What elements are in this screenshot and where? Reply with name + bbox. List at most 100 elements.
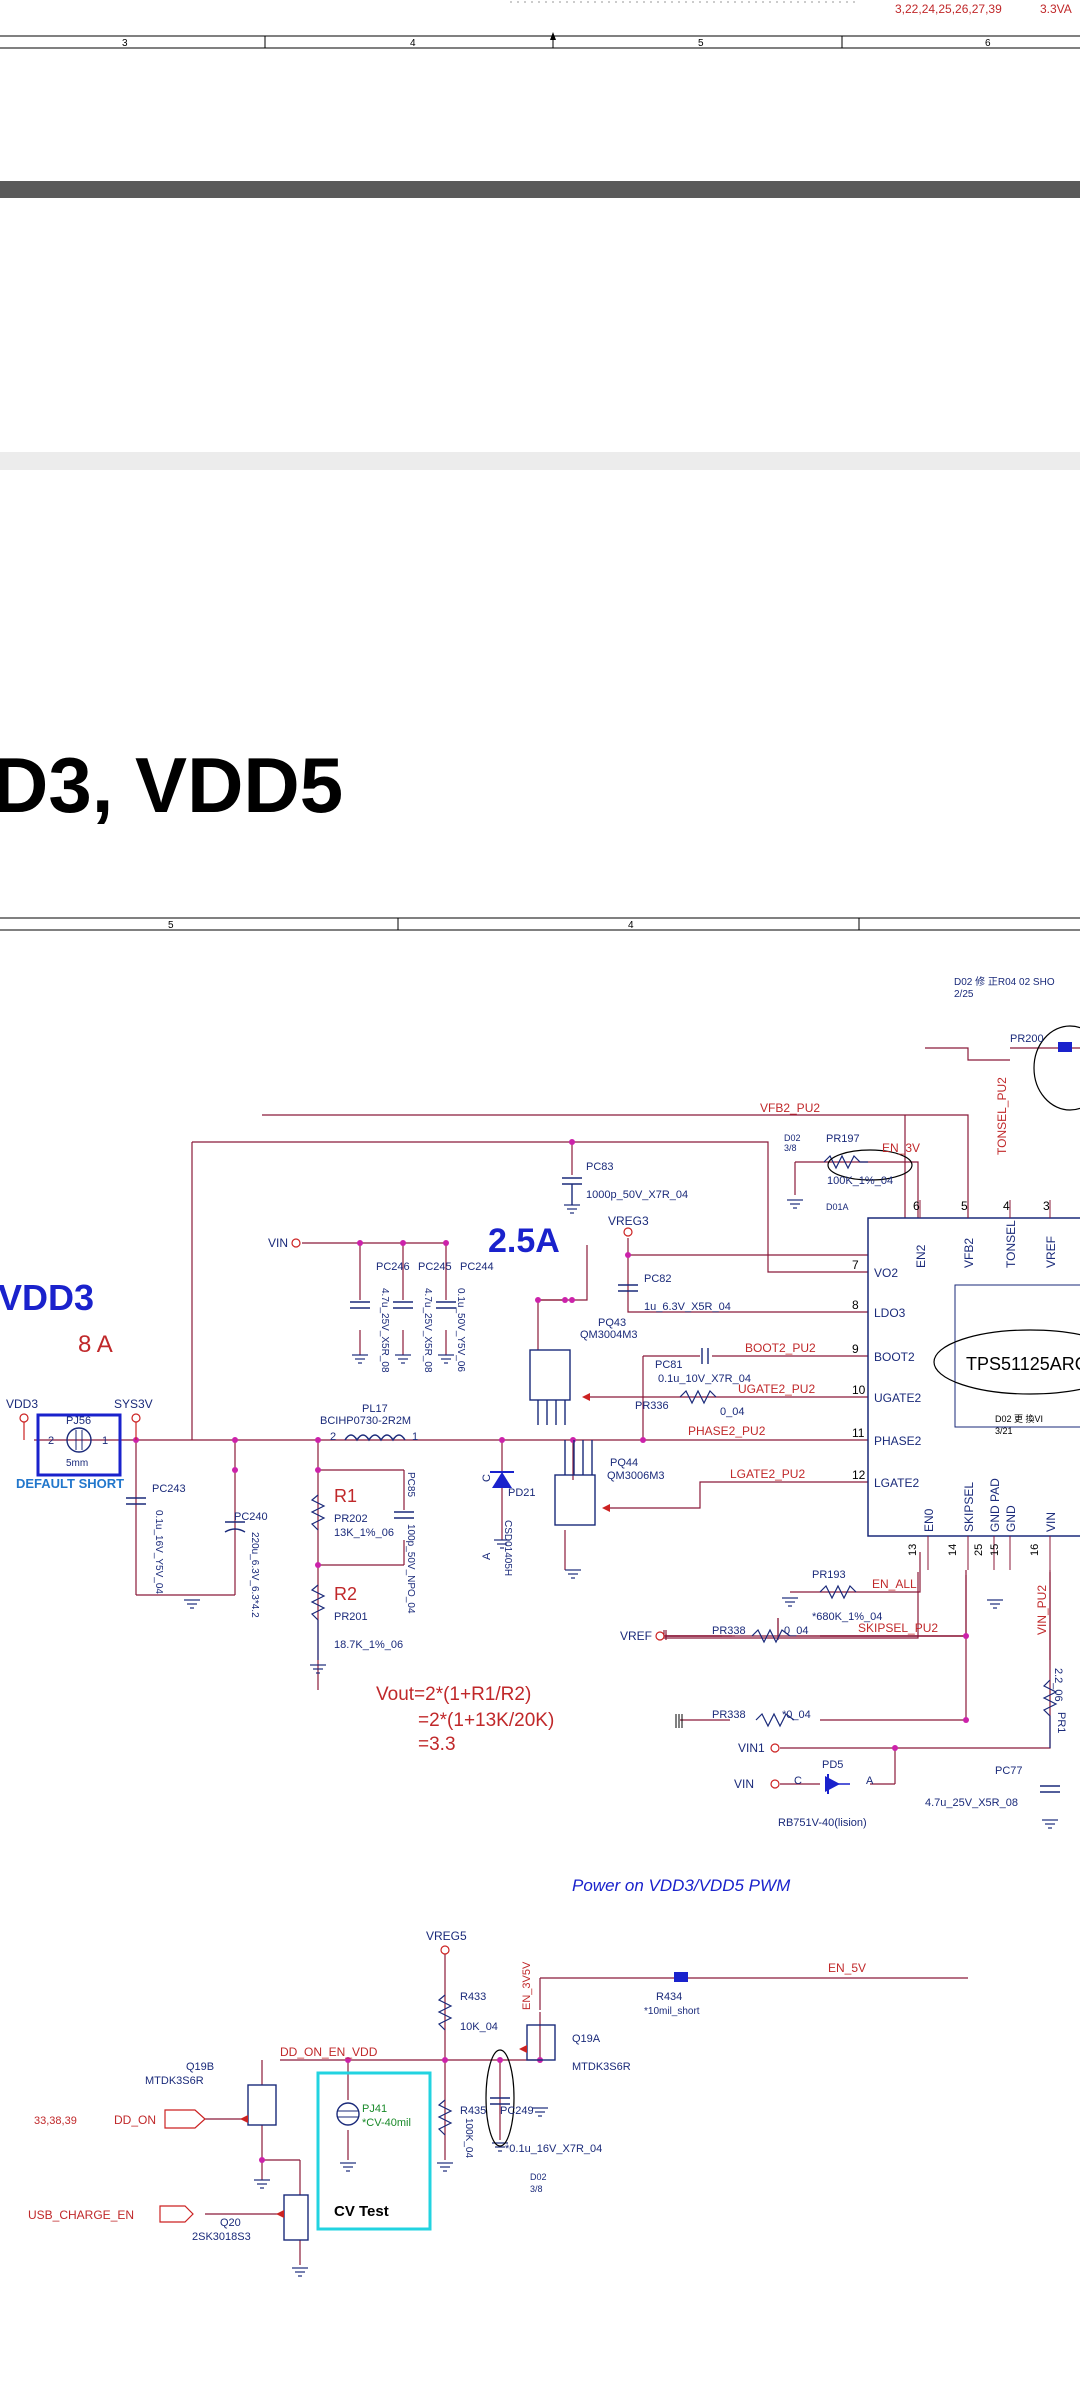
net-label: VREG5 [426, 1929, 467, 1943]
net-label: TONSEL_PU2 [995, 1077, 1009, 1155]
ground-symbols [184, 1199, 1058, 2277]
component-value: BCIHP0730-2R2M [320, 1415, 411, 1427]
component-value: MTDK3S6R [145, 2075, 204, 2087]
ic-pin-name: SKIPSEL [962, 1482, 976, 1532]
ic-pin-name: EN2 [914, 1244, 928, 1268]
ic-pin-number: 6 [913, 1199, 920, 1213]
port-arrows [159, 2109, 206, 2223]
ref-designator: PC85 [405, 1472, 416, 1497]
pin-number: 1 [412, 1431, 418, 1443]
pin-label: C [794, 1775, 802, 1787]
ref-designator: PR1 [1055, 1712, 1067, 1733]
revision-note: 3/8 [784, 1143, 797, 1153]
ref-designator: PC245 [418, 1261, 452, 1273]
ic-pin-name: GND [1004, 1505, 1018, 1532]
ic-pin-name: TONSEL [1004, 1220, 1018, 1268]
ref-designator: Q20 [220, 2217, 241, 2229]
component-value: 0_04 [720, 1406, 744, 1418]
ref-designator: PJ56 [66, 1415, 91, 1427]
net-label: VIN1 [738, 1741, 765, 1755]
zone-label: 5 [168, 920, 174, 931]
sheet-frame-mid: 5 4 [0, 917, 1080, 931]
ic-pin-number: 14 [947, 1544, 959, 1556]
component-value: 0.1u_50V_Y5V_06 [455, 1288, 466, 1372]
revision-mark [485, 2049, 515, 2147]
ref-designator: Q19A [572, 2033, 601, 2045]
component-value: 0.1u_16V_Y5V_04 [153, 1510, 164, 1594]
title-separator-band [0, 452, 1080, 470]
gnd-hatch [675, 1714, 683, 1728]
ic-pin-number: 3 [1043, 1199, 1050, 1213]
revision-note: 2/25 [954, 989, 974, 1000]
component-value: 100p_50V_NPO_04 [405, 1524, 416, 1614]
revision-note: 3/8 [530, 2184, 543, 2194]
component-value: *0.1u_16V_X7R_04 [505, 2143, 602, 2155]
gate-arrows [240, 1393, 610, 2218]
net-label: VFB2_PU2 [760, 1101, 820, 1115]
ic-pin-name: VREF [1044, 1236, 1058, 1268]
ic-pin-number: 9 [852, 1342, 859, 1356]
component-value: 0.1u_10V_X7R_04 [658, 1373, 751, 1385]
component-value: CSD01405H [502, 1520, 513, 1576]
net-label: VIN [268, 1236, 288, 1250]
note: 3/21 [995, 1426, 1013, 1436]
ref-designator: Q19B [186, 2061, 214, 2073]
ref-designator: R435 [460, 2105, 486, 2117]
component-value: 0_04 [784, 1625, 808, 1637]
net-port-stems [23, 1422, 137, 1440]
ref-designator: PC83 [586, 1161, 614, 1173]
net-label: EN_3V5V [521, 1961, 533, 2010]
current-rating: 8 A [78, 1331, 113, 1358]
component-value: RB751V-40(lision) [778, 1817, 867, 1829]
net-label: EN_5V [828, 1961, 866, 1975]
ic-pin-name: PHASE2 [874, 1434, 922, 1448]
current-rating: 2.5A [488, 1222, 560, 1260]
component-value: QM3006M3 [607, 1470, 664, 1482]
ref-designator: PR202 [334, 1513, 368, 1525]
pin-label: C [481, 1474, 493, 1482]
ic-tps51125: TPS51125ARG D02 更 換VI 3/21 [867, 1217, 1080, 1537]
header-ref-list: 3,22,24,25,26,27,39 [895, 2, 1002, 16]
ref-designator: PR201 [334, 1611, 368, 1623]
ref-designator: R434 [656, 1991, 682, 2003]
ref-designator: PR338 [712, 1625, 746, 1637]
net-label: DD_ON [114, 2113, 156, 2127]
component-value: *680K_1%_04 [812, 1611, 882, 1623]
ic-pin-number: 5 [961, 1199, 968, 1213]
ref-designator: PQ43 [598, 1317, 626, 1329]
net-label: DD_ON_EN_VDD [280, 2045, 378, 2059]
ref-designator: PR200 [1010, 1033, 1044, 1045]
component-value: 100K_04 [463, 2118, 474, 2158]
net-label: VREF [620, 1629, 652, 1643]
component-symbols [126, 1177, 1060, 2241]
ic-pin-number: 7 [852, 1258, 859, 1272]
component-value: MTDK3S6R [572, 2061, 631, 2073]
wire-net [34, 1047, 1080, 2265]
net-label: USB_CHARGE_EN [28, 2208, 134, 2222]
net-ports [19, 1227, 780, 1955]
resistor-symbols [310, 1154, 1058, 2136]
component-value: 4.7u_25V_X5R_08 [379, 1288, 390, 1373]
net-label: PHASE2_PU2 [688, 1424, 766, 1438]
net-label: SKIPSEL_PU2 [858, 1621, 938, 1635]
component-value: 2.2_06 [1052, 1668, 1064, 1702]
pin-number: 2 [48, 1435, 54, 1447]
diode-pd5 [825, 1774, 850, 1794]
revision-mark [1033, 1025, 1080, 1111]
revision-note: D02 [530, 2172, 547, 2182]
ref-designator: PQ44 [610, 1457, 638, 1469]
net-label: BOOT2_PU2 [745, 1341, 816, 1355]
ic-pin-number: 12 [852, 1468, 866, 1482]
net-label: VDD3 [6, 1397, 38, 1411]
ref-designator: PL17 [362, 1403, 388, 1415]
ic-pin-name: UGATE2 [874, 1391, 921, 1405]
ic-pin-name: GND PAD [988, 1478, 1002, 1532]
ref-designator: PC240 [234, 1511, 268, 1523]
jumper-pj56 [36, 1413, 122, 1477]
jumper-note: DEFAULT SHORT [16, 1476, 124, 1491]
net-label: VIN_PU2 [1035, 1585, 1049, 1635]
ic-pin-name: VFB2 [962, 1238, 976, 1268]
ic-pin-name: VIN [1044, 1512, 1058, 1532]
